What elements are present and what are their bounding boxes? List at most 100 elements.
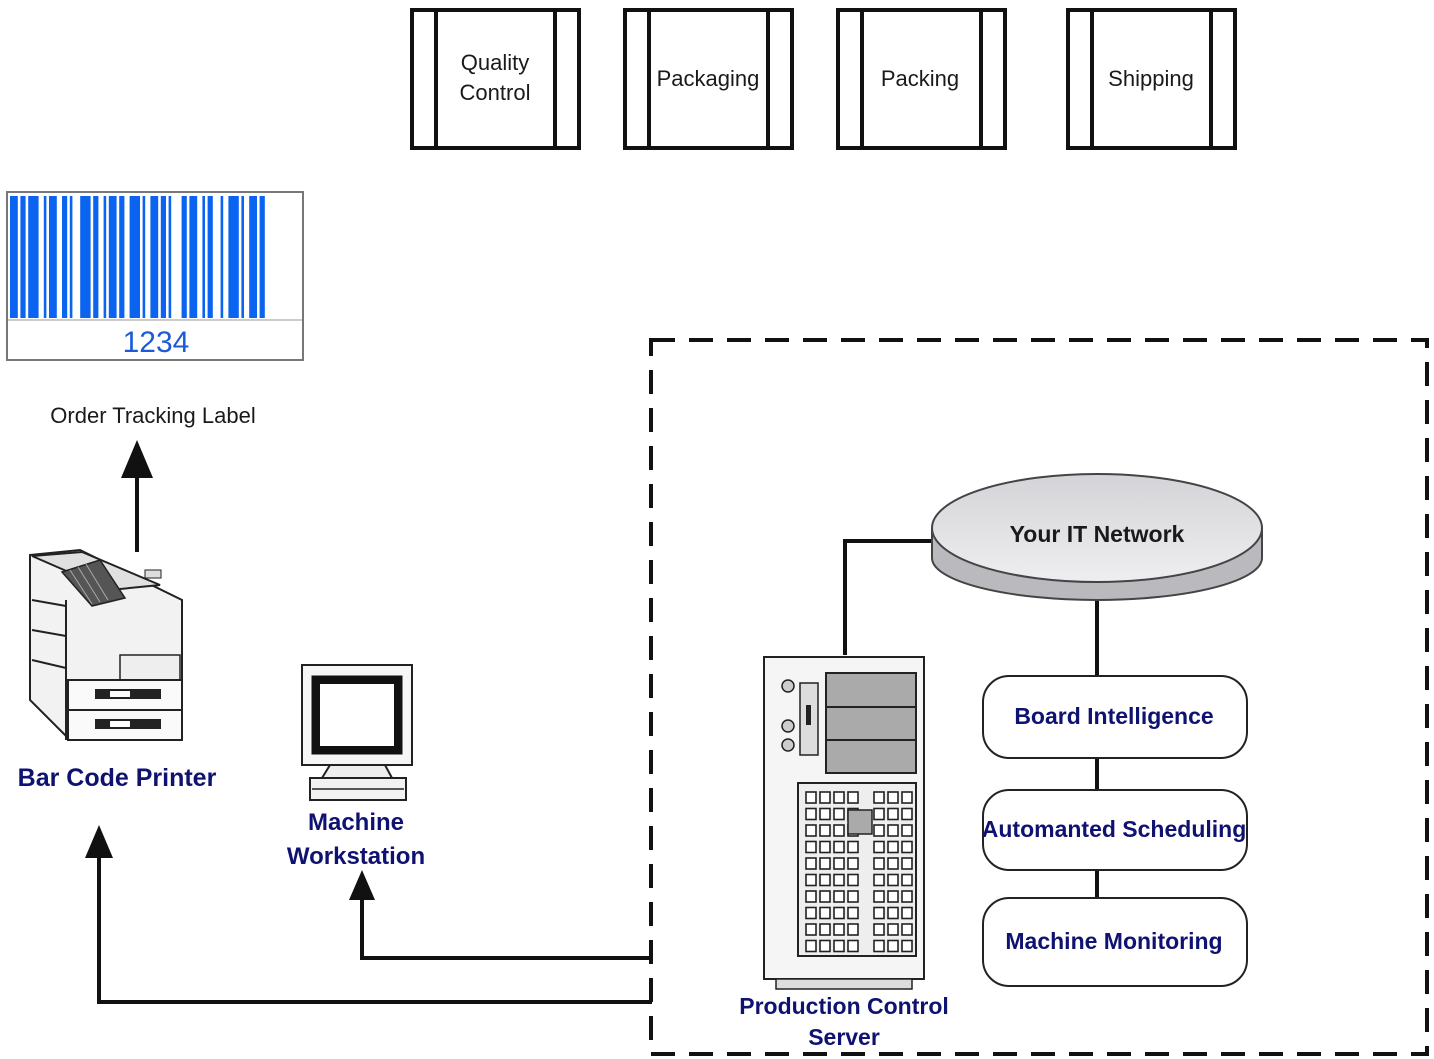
- barcode-bar: [43, 196, 47, 318]
- arrow-printer-to-label: [121, 440, 153, 552]
- server-drive-slot: [887, 857, 899, 870]
- server-drive-slot: [901, 906, 913, 920]
- server-drive-slot: [873, 939, 885, 953]
- process-step-quality-control: Quality Control: [410, 8, 581, 150]
- barcode-bar: [259, 196, 265, 318]
- server-drive-slot: [833, 890, 845, 903]
- server-drive-slot: [847, 873, 859, 887]
- barcode-bar: [80, 196, 91, 318]
- machine-workstation-label: Workstation: [287, 843, 425, 870]
- server-drive-slot: [805, 824, 817, 837]
- process-step-label: Packing: [881, 66, 959, 91]
- bar-code-printer-label: Bar Code Printer: [18, 764, 217, 792]
- server-drive-slot: [887, 840, 899, 854]
- server-drive-slot: [847, 791, 859, 804]
- barcode-bar: [160, 196, 166, 318]
- server-drive-slot: [833, 857, 845, 870]
- machine-workstation-label: Machine: [308, 809, 404, 836]
- barcode-bars: [10, 196, 265, 318]
- server-drive-slot: [819, 824, 831, 837]
- server-drive-grid: [805, 791, 913, 953]
- process-step-label: Shipping: [1108, 66, 1194, 91]
- barcode-bar: [49, 196, 57, 318]
- barcode-bar: [189, 196, 198, 318]
- server-drive-slot: [819, 923, 831, 936]
- server-drive-slot: [833, 939, 845, 953]
- server-drive-slot: [805, 873, 817, 887]
- module-label: Board Intelligence: [1014, 703, 1213, 729]
- process-step-packing: Packing: [836, 8, 1007, 150]
- server-drive-slot: [887, 906, 899, 920]
- server-drive-slot: [887, 890, 899, 903]
- server-drive-slot: [847, 857, 859, 870]
- server-drive-slot: [887, 873, 899, 887]
- server-drive-slot: [887, 939, 899, 953]
- server-drive-slot: [833, 791, 845, 804]
- server-drive-slot: [847, 923, 859, 936]
- barcode-bar: [20, 196, 26, 318]
- module-machine-monitoring: Machine Monitoring: [982, 897, 1248, 987]
- server-drive-slot: [819, 791, 831, 804]
- process-step-packaging: Packaging: [623, 8, 794, 150]
- barcode-bar: [228, 196, 239, 318]
- production-system-boundary: [649, 338, 1429, 1056]
- server-drive-slot: [833, 840, 845, 854]
- barcode-bar: [62, 196, 68, 318]
- server-drive-slot: [819, 873, 831, 887]
- module-label: Machine Monitoring: [1005, 928, 1222, 954]
- process-step-label: Packaging: [657, 66, 760, 91]
- server-drive-slot: [873, 923, 885, 936]
- server-drive-slot: [819, 939, 831, 953]
- server-drive-slot: [805, 807, 817, 821]
- printer-icon: [29, 548, 183, 741]
- server-drive-slot: [873, 873, 885, 887]
- server-drive-slot: [805, 890, 817, 903]
- server-drive-slot: [887, 807, 899, 821]
- server-drive-slot: [901, 824, 913, 837]
- server-drive-slot: [819, 890, 831, 903]
- order-tracking-barcode: 1234: [6, 191, 304, 361]
- production-server-label: Server: [808, 1024, 880, 1050]
- server-drive-slot: [805, 923, 817, 936]
- server-drive-slot: [805, 857, 817, 870]
- server-drive-slot: [873, 791, 885, 804]
- barcode-bar: [10, 196, 18, 318]
- server-drive-slot: [805, 939, 817, 953]
- barcode-bar: [241, 196, 244, 318]
- server-drive-slot: [833, 906, 845, 920]
- server-icon: [763, 656, 925, 990]
- barcode-bar: [28, 196, 39, 318]
- production-server-label: Production Control: [739, 993, 949, 1019]
- process-step-label: Control: [460, 80, 531, 105]
- order-tracking-label-caption: Order Tracking Label: [50, 403, 255, 428]
- server-drive-slot: [873, 807, 885, 821]
- server-drive-slot: [805, 906, 817, 920]
- process-step-label: Quality: [461, 50, 529, 75]
- workstation-icon: [301, 664, 413, 801]
- process-step-shipping: Shipping: [1066, 8, 1237, 150]
- server-drive-slot: [833, 807, 845, 821]
- server-drive-slot: [819, 857, 831, 870]
- arrow-to-workstation: [349, 870, 652, 960]
- server-drive-slot: [819, 906, 831, 920]
- barcode-bar: [108, 196, 117, 318]
- barcode-number: 1234: [123, 326, 190, 359]
- server-drive-slot: [805, 840, 817, 854]
- server-drive-slot: [819, 840, 831, 854]
- server-drive-slot: [887, 923, 899, 936]
- barcode-bar: [103, 196, 107, 318]
- barcode-bar: [181, 196, 187, 318]
- server-drive-slot: [873, 906, 885, 920]
- server-drive-slot: [819, 807, 831, 821]
- server-drive-slot: [901, 923, 913, 936]
- server-drive-slot: [901, 873, 913, 887]
- server-drive-slot: [901, 939, 913, 953]
- server-drive-slot: [833, 923, 845, 936]
- barcode-bar: [207, 196, 213, 318]
- server-drive-slot: [833, 824, 845, 837]
- server-drive-slot: [847, 840, 859, 854]
- server-drive-slot: [847, 906, 859, 920]
- server-drive-slot: [901, 807, 913, 821]
